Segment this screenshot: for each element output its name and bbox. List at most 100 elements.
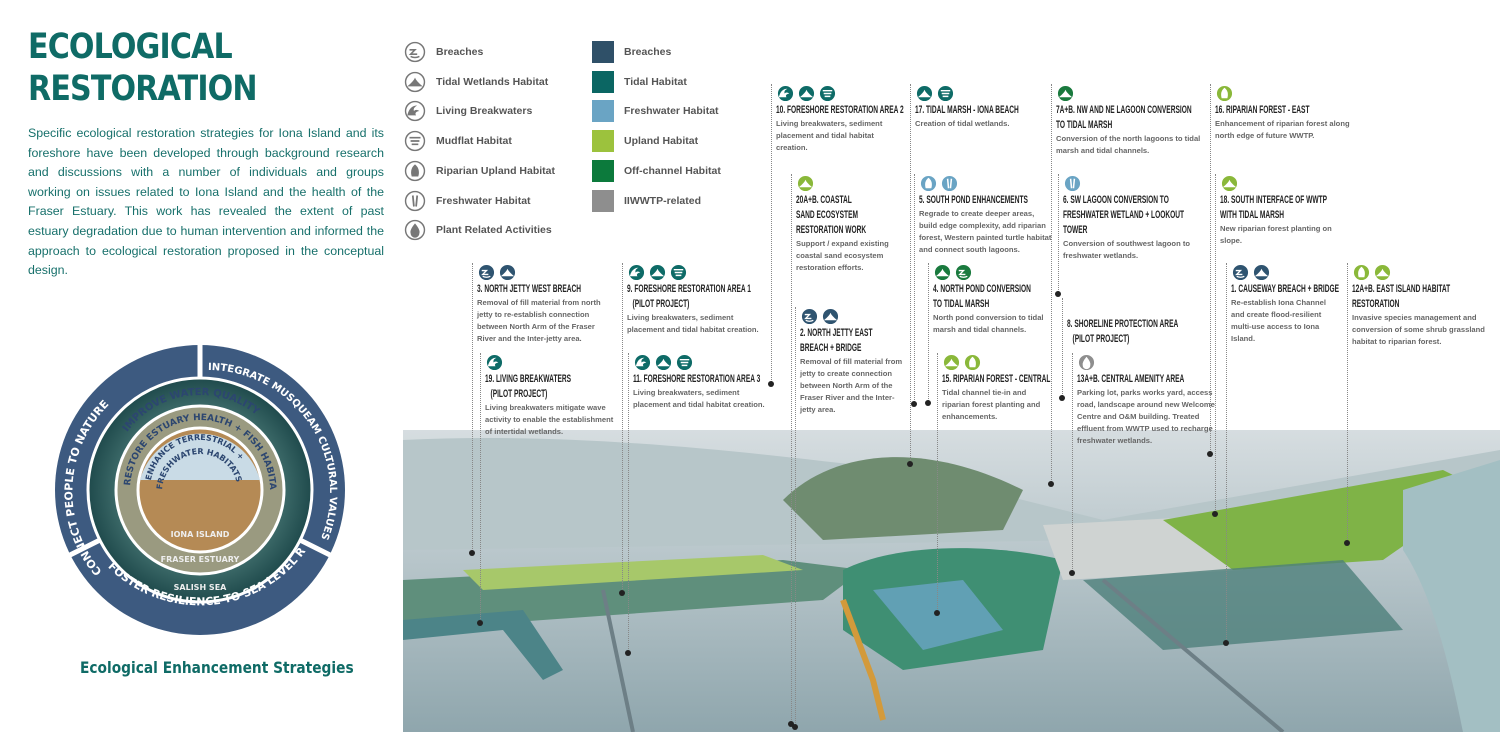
map-marker-dot: [1059, 395, 1065, 401]
legend-icon-item: Riparian Upland Habitat: [404, 160, 555, 182]
callout-description: North pond conversion to tidal marsh and…: [933, 313, 1044, 334]
callout-c2: 2. North Jetty EastBreach + BridgeRemova…: [792, 307, 905, 730]
callout-icons: [485, 353, 620, 372]
wetland-icon: [404, 71, 426, 92]
callout-c4: 4. North Pond Conversionto Tidal MarshNo…: [925, 263, 1048, 406]
callout-description: Removal of fill material from jetty to c…: [800, 357, 903, 414]
callout-title: (Pilot Project): [1067, 333, 1130, 345]
callout-c8: 8. Shoreline Protection Area (Pilot Proj…: [1059, 298, 1192, 401]
callout-description: Support / expand existing coastal sand e…: [796, 239, 889, 272]
callout-title: 20A+B. Coastal: [796, 194, 852, 206]
callout-title: 5. South Pond Enhancements: [919, 194, 1028, 206]
title-line-2: RESTORATION: [28, 69, 258, 109]
legend-label: Freshwater Habitat: [436, 194, 531, 207]
wetland-icon: [796, 174, 815, 193]
callout-icons: [919, 174, 1054, 193]
callout-title: 16. Riparian Forest - East: [1215, 104, 1310, 116]
callout-c9: 9. Foreshore Restoration Area 1 (Pilot P…: [619, 263, 772, 596]
callout-title: (Pilot Project): [485, 388, 548, 400]
callout-icons: [933, 263, 1048, 282]
legend-icon-item: Breaches: [404, 41, 483, 63]
map-marker-dot: [619, 590, 625, 596]
wetland-icon: [915, 84, 934, 103]
label-iona-island: IONA ISLAND: [171, 530, 230, 539]
callout-title: 3. North Jetty West Breach: [477, 283, 582, 295]
callout-c12: 12A+B. East Island HabitatRestorationInv…: [1344, 263, 1487, 546]
callout-description: Re-establish Iona Channel and create flo…: [1231, 298, 1326, 343]
map-marker-dot: [469, 550, 475, 556]
callout-description: Tidal channel tie-in and riparian forest…: [942, 388, 1041, 421]
legend-label: Breaches: [436, 46, 484, 58]
map-marker-dot: [1048, 481, 1054, 487]
wetland-icon: [1056, 84, 1075, 103]
callout-c7: 7A+B. NW and NE Lagoon Conversionto Tida…: [1048, 84, 1201, 487]
wetland-icon: [1220, 174, 1239, 193]
legend-icon-item: Freshwater Habitat: [404, 190, 531, 212]
callout-title: 15. Riparian Forest - Central: [942, 373, 1051, 385]
callout-description: New riparian forest planting on slope.: [1220, 224, 1332, 245]
callout-title: to Tidal Marsh: [1056, 119, 1113, 131]
legend-icon-item: Tidal Wetlands Habitat: [404, 71, 548, 93]
callout-title: 10. Foreshore Restoration Area 2: [776, 104, 904, 116]
callout-title: with Tidal Marsh: [1220, 209, 1285, 221]
callout-icons: [1231, 263, 1331, 282]
legend-label: Tidal Habitat: [624, 75, 687, 88]
callout-title: 8. Shoreline Protection Area: [1067, 318, 1179, 330]
callout-icons: [1063, 174, 1208, 193]
callout-description: Invasive species management and conversi…: [1352, 313, 1485, 346]
breach-icon: [954, 263, 973, 282]
diagram-caption: Ecological Enhancement Strategies: [80, 658, 354, 677]
legend-label: Freshwater Habitat: [624, 105, 719, 118]
callout-icons: [1215, 84, 1350, 103]
callout-description: Creation of tidal wetlands.: [915, 119, 1010, 128]
callout-title: 17. Tidal Marsh - Iona Beach: [915, 104, 1019, 116]
title-line-1: ECOLOGICAL: [28, 27, 233, 67]
map-marker-dot: [625, 650, 631, 656]
legend-label: Breaches: [624, 46, 672, 58]
wetland-icon: [648, 263, 667, 282]
wetland-icon: [1373, 263, 1392, 282]
riparian-icon: [404, 160, 426, 181]
map-marker-dot: [1344, 540, 1350, 546]
riparian-icon: [919, 174, 938, 193]
legend-label: Upland Habitat: [624, 135, 699, 148]
legend-swatch-item: Freshwater Habitat: [592, 100, 719, 123]
legend-swatch-item: Tidal Habitat: [592, 70, 687, 93]
legend-icon-item: Plant Related Activities: [404, 219, 552, 241]
reeds-icon: [940, 174, 959, 193]
map-marker-dot: [1223, 640, 1229, 646]
color-swatch: [592, 130, 614, 153]
callout-title: Breach + Bridge: [800, 342, 862, 354]
wetland-icon: [797, 84, 816, 103]
legend-label: Riparian Upland Habitat: [436, 164, 556, 177]
breach-icon: [1231, 263, 1250, 282]
map-marker-dot: [934, 610, 940, 616]
callout-title: 19. Living Breakwaters: [485, 373, 572, 385]
callout-icons: [796, 174, 901, 193]
callout-icons: [915, 84, 1040, 103]
map-marker-dot: [911, 401, 917, 407]
callout-c18: 18. South Interface of WWTPwith Tidal Ma…: [1212, 174, 1345, 517]
color-swatch: [592, 70, 614, 93]
callout-c3: 3. North Jetty West BreachRemoval of fil…: [469, 263, 612, 556]
label-salish-sea: SALISH SEA: [174, 583, 227, 592]
mudflat-icon: [675, 353, 694, 372]
callout-icons: [477, 263, 612, 282]
color-swatch: [592, 159, 614, 182]
mudflat-icon: [936, 84, 955, 103]
color-swatch: [592, 41, 614, 63]
callout-description: Regrade to create deeper areas, build ed…: [919, 209, 1052, 254]
legend-swatch-item: Breaches: [592, 41, 671, 63]
wetland-icon: [942, 353, 961, 372]
callout-c15: 15. Riparian Forest - CentralTidal chann…: [934, 353, 1051, 616]
callout-title: Freshwater Wetland + Lookout: [1063, 209, 1185, 221]
callout-c20: 20A+B. CoastalSand EcosystemRestoration …: [788, 174, 901, 727]
callout-title: 4. North Pond Conversion: [933, 283, 1031, 295]
callout-c5: 5. South Pond EnhancementsRegrade to cre…: [911, 174, 1054, 407]
wave-icon: [776, 84, 795, 103]
map-marker-dot: [907, 461, 913, 467]
legend-swatch-item: Off-channel Habitat: [592, 159, 721, 182]
callout-title: Restoration Work: [796, 224, 867, 236]
map-marker-dot: [477, 620, 483, 626]
